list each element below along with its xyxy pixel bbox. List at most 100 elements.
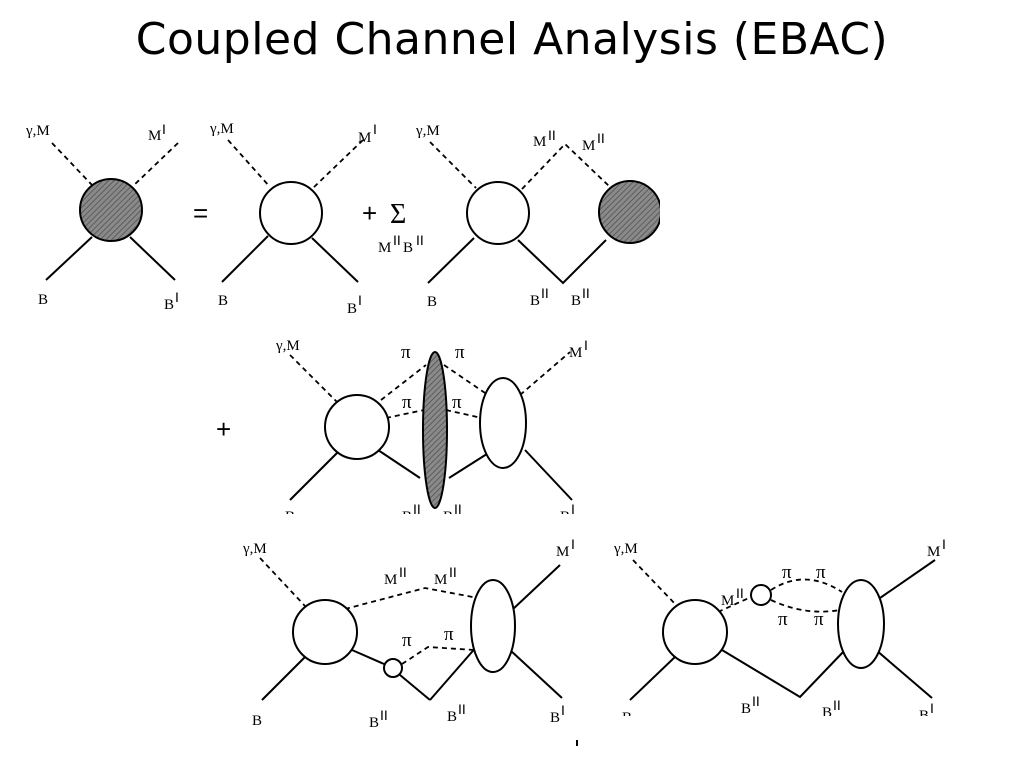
- outgoing-meson-line: [519, 351, 571, 396]
- label-b: B: [252, 713, 262, 729]
- diagram-pion-production-b: γ,M M II π π π π M I B B II B II B I: [613, 536, 946, 726]
- plus-sign: +: [216, 414, 231, 444]
- label-m: M: [927, 544, 940, 560]
- incoming-baryon-line: [629, 655, 677, 701]
- intermediate-baryon-line: [399, 674, 431, 701]
- incoming-meson-line: [429, 141, 477, 189]
- label-b: B: [822, 705, 832, 721]
- incoming-baryon-line: [45, 236, 93, 281]
- label-sup: I: [571, 536, 575, 552]
- label-sup: II: [449, 564, 457, 580]
- label-b: B: [347, 301, 357, 317]
- plus-sign: +: [362, 198, 377, 228]
- sum-index-b: B: [403, 240, 413, 256]
- label-m: M: [721, 593, 734, 609]
- label-sup: I: [930, 700, 934, 716]
- incoming-baryon-line: [427, 237, 475, 284]
- sum-index-m: M: [378, 240, 391, 256]
- label-b: B: [741, 701, 751, 717]
- label-sup: II: [416, 232, 424, 248]
- incoming-meson-line: [632, 559, 679, 608]
- outgoing-meson-solid: [879, 559, 936, 599]
- label-b: B: [447, 709, 457, 725]
- label-b: B: [571, 293, 581, 309]
- label-m: M: [582, 138, 595, 154]
- label-b: B: [218, 293, 228, 309]
- incoming-baryon-line: [221, 235, 269, 283]
- intermediate-meson-line: [717, 596, 752, 613]
- label-b: B: [369, 715, 379, 731]
- small-self-energy-vertex: [383, 658, 403, 678]
- label-gamma-m: γ,M: [275, 338, 300, 354]
- label-pi: π: [452, 392, 462, 413]
- outgoing-baryon-line: [875, 649, 933, 699]
- label-pi: π: [402, 392, 412, 413]
- diagram-full-amplitude: γ,M M I B B I: [25, 121, 179, 313]
- bare-vertex: [259, 181, 323, 245]
- incoming-meson-line: [289, 354, 339, 404]
- small-decay-vertex: [750, 584, 772, 606]
- bare-vertex-ellipse: [837, 579, 885, 669]
- label-m: M: [533, 134, 546, 150]
- pion-line: [401, 646, 475, 665]
- incoming-meson-line: [51, 142, 93, 186]
- label-sup: I: [571, 501, 575, 517]
- bare-vertex-ellipse: [470, 579, 516, 673]
- diagram-two-pion-exchange: γ,M π π π π M I B II B II B B I: [275, 337, 588, 525]
- outgoing-baryon-line: [311, 237, 359, 283]
- label-gamma-m: γ,M: [25, 123, 50, 139]
- pion-line: [770, 599, 841, 613]
- label-sup: I: [561, 702, 565, 718]
- incoming-baryon-line: [289, 451, 339, 501]
- label-sup: II: [582, 285, 590, 301]
- label-sup: I: [175, 289, 179, 305]
- outgoing-meson-line: [312, 139, 364, 189]
- clip-mask: [600, 716, 980, 730]
- clip-mask: [270, 514, 600, 530]
- label-m: M: [358, 130, 371, 146]
- label-m: M: [434, 572, 447, 588]
- diagram-rescattering: γ,M M II M II B B II B II: [415, 120, 690, 320]
- pion-line: [380, 364, 427, 401]
- slide-title: Coupled Channel Analysis (EBAC): [135, 14, 889, 65]
- outgoing-meson-solid: [511, 564, 561, 611]
- incoming-baryon-line: [261, 656, 306, 701]
- label-m: M: [384, 572, 397, 588]
- label-sup: II: [548, 127, 556, 143]
- label-pi: π: [401, 342, 411, 363]
- baryon-to-loop-line: [351, 649, 385, 665]
- label-b: B: [530, 293, 540, 309]
- outgoing-baryon-line: [524, 449, 573, 501]
- label-gamma-m: γ,M: [209, 121, 234, 137]
- label-m: M: [556, 544, 569, 560]
- label-sup: I: [358, 292, 362, 308]
- bare-vertex-ellipse: [479, 377, 527, 469]
- label-b: B: [38, 292, 48, 308]
- label-pi: π: [816, 562, 826, 583]
- label-pi: π: [778, 609, 788, 630]
- incoming-meson-line: [259, 557, 306, 607]
- pion-line: [443, 364, 489, 396]
- label-pi: π: [814, 609, 824, 630]
- label-sup: II: [380, 707, 388, 723]
- label-gamma-m: γ,M: [242, 541, 267, 557]
- intermediate-meson-line: [521, 142, 611, 190]
- intermediate-baryon-line: [448, 451, 491, 479]
- diagram-pion-production-a: γ,M M II M II M I π π B B II B II B I: [242, 536, 575, 731]
- label-sup: I: [942, 536, 946, 552]
- bare-vertex: [292, 599, 358, 665]
- two-pion-hatched-vertex: [422, 351, 448, 509]
- label-sup: II: [597, 130, 605, 146]
- label-m: M: [569, 345, 582, 361]
- outgoing-baryon-line: [509, 649, 563, 699]
- label-sup: I: [162, 121, 166, 137]
- label-sup: II: [454, 501, 462, 517]
- label-sup: II: [458, 701, 466, 717]
- label-sup: II: [752, 693, 760, 709]
- label-pi: π: [402, 630, 412, 651]
- label-gamma-m: γ,M: [415, 123, 440, 139]
- label-pi: π: [455, 342, 465, 363]
- hatched-vertex: [598, 180, 662, 244]
- label-m: M: [148, 128, 161, 144]
